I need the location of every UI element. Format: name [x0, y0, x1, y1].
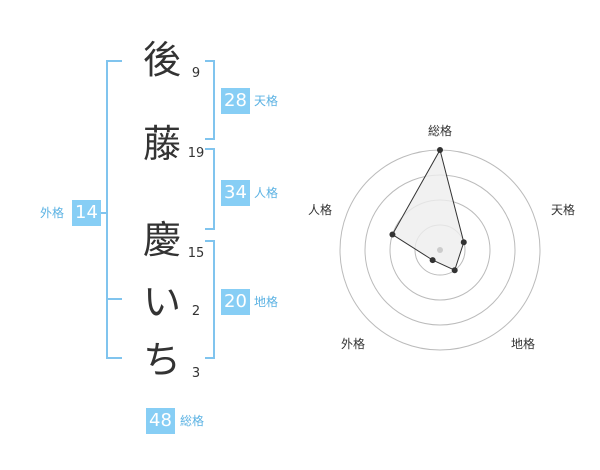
- radar-point-5: [389, 231, 396, 238]
- radar-area: [391, 148, 465, 271]
- soukaku-label: 総格: [180, 414, 205, 428]
- name-char-4: い: [142, 280, 181, 324]
- chikaku-label: 地格: [254, 295, 279, 309]
- gaikaku-label: 外格: [40, 206, 65, 220]
- stroke-count-2: 19: [187, 146, 205, 161]
- jinkaku-value-badge: 34: [221, 180, 250, 206]
- gaikaku-value-badge: 14: [72, 200, 101, 226]
- tenkaku-value-badge: 28: [221, 88, 250, 114]
- radar-point-1: [437, 147, 443, 153]
- name-char-1: 後: [142, 38, 181, 82]
- stroke-count-3: 15: [187, 246, 205, 261]
- radar-axis-label-gaikaku: 外格: [341, 337, 366, 351]
- radar-point-4: [429, 257, 436, 264]
- stroke-count-4: 2: [191, 304, 201, 319]
- jinkaku-label: 人格: [254, 186, 279, 200]
- name-char-5: ち: [142, 338, 181, 382]
- radar-axis-label-chikaku: 地格: [511, 337, 536, 351]
- radar-axis-label-tenkaku: 天格: [551, 203, 576, 217]
- name-char-3: 慶: [142, 218, 181, 262]
- radar-axis-label-soukaku: 総格: [428, 124, 453, 138]
- radar-point-3: [451, 267, 458, 274]
- radar-axis-label-jinkaku: 人格: [308, 203, 333, 217]
- stroke-count-5: 3: [191, 366, 201, 381]
- radar-chart: [339, 147, 541, 351]
- stroke-count-1: 9: [191, 66, 201, 81]
- radar-center-point: [437, 247, 443, 253]
- name-char-2: 藤: [142, 122, 181, 166]
- radar-point-2: [460, 239, 467, 246]
- chikaku-value-badge: 20: [221, 289, 250, 315]
- tenkaku-label: 天格: [254, 94, 279, 108]
- soukaku-value-badge: 48: [146, 408, 175, 434]
